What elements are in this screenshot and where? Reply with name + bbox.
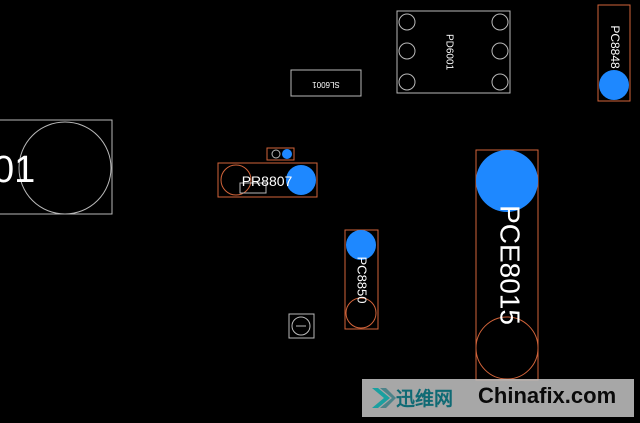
component-pc8850[interactable]: PC8850 xyxy=(344,229,379,330)
ref-label: SL6001 xyxy=(312,80,340,89)
pad[interactable] xyxy=(398,42,416,60)
ref-label: PC8850 xyxy=(355,257,370,304)
pad[interactable] xyxy=(599,70,629,100)
component-outline xyxy=(597,4,631,102)
pad[interactable] xyxy=(491,73,509,91)
pad[interactable] xyxy=(476,150,538,212)
component-outline xyxy=(0,119,113,215)
pad[interactable] xyxy=(398,13,416,31)
chevron-logo-icon xyxy=(372,388,396,408)
pad[interactable] xyxy=(282,149,292,159)
ref-label: PCE8015 xyxy=(495,205,526,325)
pad[interactable] xyxy=(346,230,376,260)
component-outline xyxy=(344,229,379,330)
pad[interactable] xyxy=(398,73,416,91)
component-outline xyxy=(396,10,511,94)
component-pc8848[interactable]: PC8848 xyxy=(597,4,631,102)
pad[interactable] xyxy=(475,316,539,380)
component-tiny-upper[interactable] xyxy=(266,147,295,161)
pad[interactable] xyxy=(491,42,509,60)
component-pd6001[interactable]: PD6001 xyxy=(396,10,511,94)
pad[interactable] xyxy=(286,165,316,195)
ref-label: 01 xyxy=(0,149,35,191)
pad[interactable] xyxy=(291,316,311,336)
sub-footprint xyxy=(239,182,267,194)
pad[interactable] xyxy=(491,13,509,31)
component-outline xyxy=(266,147,295,161)
pad[interactable] xyxy=(220,164,252,196)
watermark-site-en: Chinafix.com xyxy=(478,383,617,408)
ref-label: PD6001 xyxy=(443,34,454,71)
watermark-banner: 迅维网 Chinafix.com xyxy=(362,379,634,417)
component-sl6001[interactable]: SL6001 xyxy=(290,69,362,97)
ref-label: PR8807 xyxy=(242,173,293,189)
component-pr8807[interactable]: PR8807 xyxy=(217,162,318,198)
component-outline xyxy=(217,162,318,198)
component-outline xyxy=(290,69,362,97)
component-small-lower[interactable] xyxy=(288,313,315,339)
pad[interactable] xyxy=(18,121,112,215)
ref-label: PC8848 xyxy=(608,25,622,69)
pad[interactable] xyxy=(345,297,377,329)
watermark-site-cn: 迅维网 xyxy=(396,389,454,410)
pad[interactable] xyxy=(271,149,281,159)
component-partial-left[interactable]: 01 xyxy=(0,119,113,215)
component-outline xyxy=(288,313,315,339)
component-pce8015[interactable]: PCE8015 xyxy=(475,149,539,381)
